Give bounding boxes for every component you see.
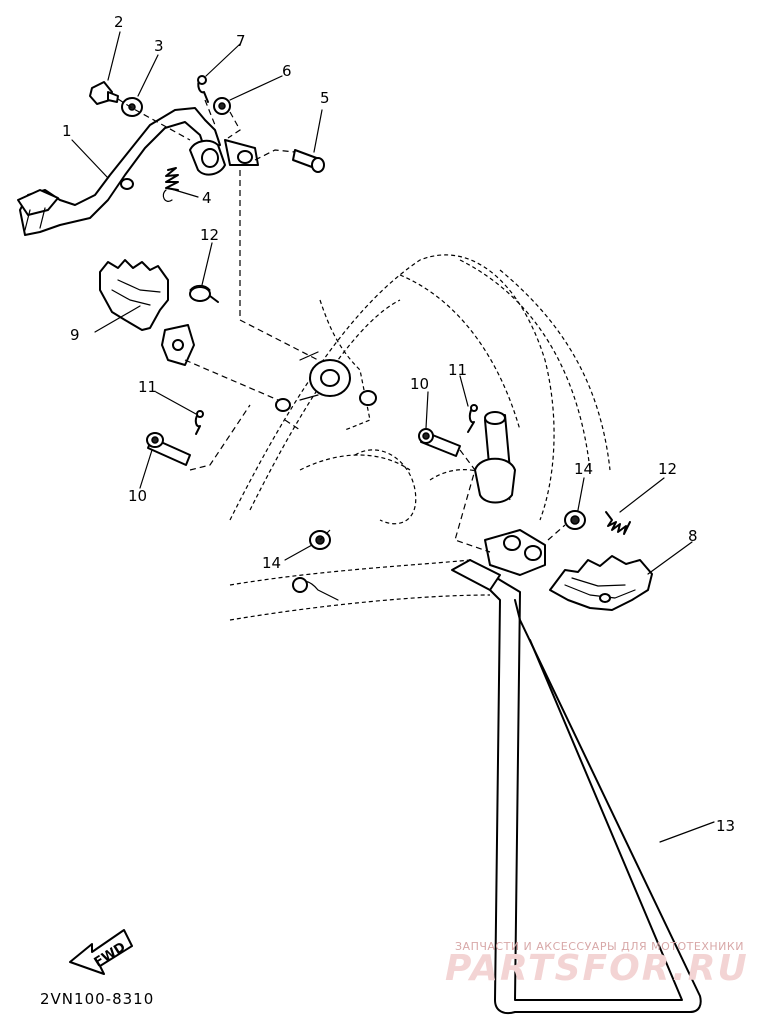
washer-6 [213,97,231,115]
watermark-tagline: ЗАПЧАСТИ И АКСЕССУАРЫ ДЛЯ МОТОТЕХНИКИ [455,940,744,953]
callout-5: 5 [320,89,330,107]
footrest-right [549,555,653,611]
callout-8: 8 [688,527,698,545]
callout-1: 1 [62,122,72,140]
pin-5 [292,149,325,173]
brake-pedal [17,107,226,236]
frame-footrest-bracket-right [484,529,546,576]
callout-11-right: 11 [448,361,467,379]
callout-3: 3 [154,37,164,55]
callout-12-left: 12 [200,226,219,244]
side-stand [292,559,702,1015]
pivot-shaft-stub [474,411,516,504]
spring-12-left [189,284,219,303]
callout-2: 2 [114,13,124,31]
callout-4: 4 [202,189,212,207]
fwd-arrow-icon: FWD [69,929,133,975]
cotter-pin-7 [197,75,209,103]
bolt-2 [89,81,119,105]
callout-labels: 1 2 3 4 5 6 7 8 9 10 10 11 11 12 12 13 1… [62,13,735,835]
callout-14-left: 14 [262,554,281,572]
diagram-code: 2VN100-8310 [40,990,155,1008]
footrest-left [99,259,195,366]
callout-13: 13 [716,817,735,835]
nut-14-right [564,510,586,530]
cotter-pin-11-right [467,404,478,433]
brake-pivot-block [224,139,259,166]
frame-pivot-boss [299,351,377,406]
spring-4 [162,167,179,202]
callout-7: 7 [236,32,246,50]
assembly-leader-lines [117,98,566,553]
callout-6: 6 [282,62,292,80]
callout-12-right: 12 [658,460,677,478]
callout-10-left: 10 [128,487,147,505]
callout-leaders [71,31,715,843]
watermark-brand: PARTSFOR.RU [445,948,749,989]
pin-10-right [418,428,461,457]
callout-11-left: 11 [138,378,157,396]
callout-14-right: 14 [574,460,593,478]
cotter-pin-11-left [194,410,204,435]
spring-12-right [605,511,631,535]
callout-10-right: 10 [410,375,429,393]
callout-9: 9 [70,326,80,344]
washer-3 [121,97,143,117]
pin-10-left [146,432,191,466]
